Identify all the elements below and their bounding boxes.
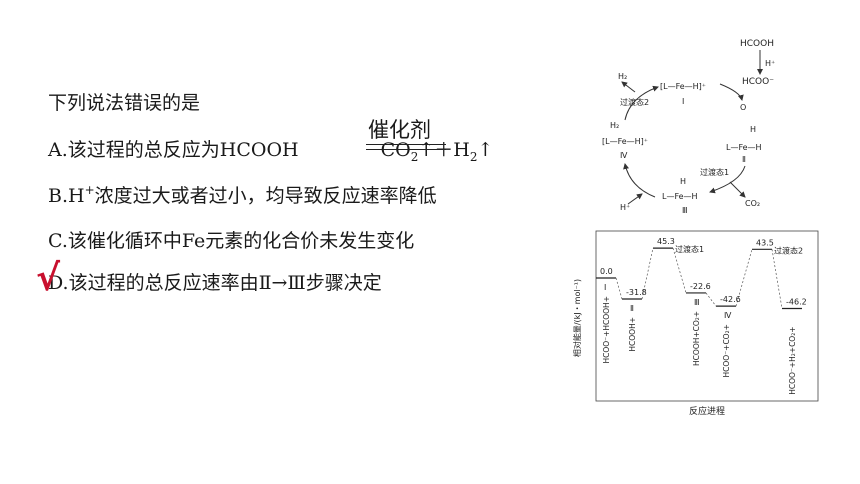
species-label: HCOO⁻+CO₂+: [722, 324, 731, 377]
cycle-III-label: Ⅲ: [682, 206, 688, 215]
option-b-sup: +: [84, 183, 95, 197]
cycle-ts1: 过渡态1: [700, 167, 729, 177]
cycle-II-o: O: [740, 103, 746, 112]
energy-value-label: 0.0: [600, 267, 613, 276]
cycle-arrow-co2-out: [729, 181, 746, 198]
intermediate-roman-label: Ⅲ: [694, 298, 700, 307]
question-stem: 下列说法错误的是: [48, 92, 201, 114]
catalytic-cycle-diagram: HCOOH H⁺ HCOO⁻ H₂ 过渡态2 [L—Fe—H]⁺ Ⅰ O H L…: [602, 39, 775, 215]
cycle-arrow-hplus-in: [627, 193, 643, 205]
energy-connector: [705, 292, 717, 307]
option-b-prefix: B.H: [48, 185, 85, 207]
catalyst-label: 催化剂: [368, 118, 431, 142]
energy-connector: [641, 248, 654, 300]
option-c: C.该催化循环中Fe元素的化合价未发生变化: [48, 230, 415, 252]
cycle-I-label: Ⅰ: [682, 97, 684, 106]
cycle-hplus-bottom: H⁺: [620, 203, 630, 212]
species-label: HCOO⁻+H₂+CO₂+: [788, 326, 797, 394]
intermediate-roman-label: Ⅱ: [630, 304, 634, 313]
option-a-end: ↑: [477, 139, 494, 161]
species-label: HCOOH+CO₂+: [692, 311, 701, 366]
option-b: B.H+浓度过大或者过小，均导致反应速率降低: [48, 181, 437, 208]
energy-profile-chart: 相对能量/(kJ・mol⁻¹) 反应进程 0.0Ⅰ HCOO⁻+HCOOH+ -31…: [572, 230, 819, 417]
cycle-II-label: Ⅱ: [742, 155, 746, 164]
option-b-rest: 浓度过大或者过小，均导致反应速率降低: [94, 185, 437, 207]
energy-value-label: -42.6: [720, 295, 741, 304]
cycle-IV-struct: [L—Fe—H]⁺: [602, 137, 648, 146]
chart-frame: [595, 230, 819, 402]
cycle-arrow-II-III: [709, 165, 746, 194]
cycle-arrow-IV-I: [624, 85, 659, 121]
cycle-arrow-III-IV: [623, 163, 656, 198]
option-a-h2-sub: 2: [469, 150, 478, 164]
energy-value-label: -46.2: [786, 297, 807, 306]
chart-xlabel: 反应进程: [689, 405, 725, 417]
cycle-hplus-top: H⁺: [765, 59, 775, 68]
cycle-I-struct: [L—Fe—H]⁺: [660, 82, 706, 91]
species-label: HCOOH+: [628, 317, 637, 352]
cycle-h2: H₂: [618, 72, 627, 81]
answer-check-mark: √: [36, 258, 61, 299]
chart-ylabel: 相对能量/(kJ・mol⁻¹): [572, 279, 582, 357]
cycle-III-struct: L—Fe—H: [662, 192, 698, 201]
option-d: D.该过程的总反应速率由Ⅱ→Ⅲ步骤决定: [48, 272, 382, 294]
cycle-II-h: H: [750, 125, 756, 134]
energy-value-label: -22.6: [690, 282, 711, 291]
transition-state-label: 过渡态1: [675, 244, 704, 254]
cycle-hcooh: HCOOH: [740, 39, 774, 49]
cycle-arrow-I-II: [719, 83, 744, 101]
cycle-IV-h2: H₂: [610, 121, 619, 130]
option-a-co2-sub: 2: [410, 150, 419, 164]
intermediate-roman-label: Ⅰ: [604, 283, 606, 292]
cycle-arrow-h2-out: [621, 81, 636, 93]
option-a-prefix: A.该过程的总反应为HCOOH: [48, 139, 299, 161]
energy-connector: [771, 249, 783, 309]
cycle-co2: CO₂: [745, 199, 760, 208]
energy-value-label: 45.3: [657, 237, 675, 246]
energy-value-label: -31.8: [626, 288, 647, 297]
intermediate-roman-label: Ⅳ: [724, 311, 732, 320]
transition-state-label: 过渡态2: [774, 245, 803, 255]
equation-double-line: [366, 144, 446, 150]
species-label: HCOO⁻+HCOOH+: [602, 296, 611, 364]
cycle-II-struct: L—Fe—H: [726, 143, 762, 152]
energy-connector: [615, 277, 623, 300]
cycle-hcoo-minus: HCOO⁻: [742, 77, 774, 87]
cycle-IV-label: Ⅳ: [620, 151, 628, 160]
energy-connector: [672, 248, 687, 294]
cycle-III-h: H: [680, 177, 686, 186]
energy-connector: [735, 249, 753, 307]
energy-value-label: 43.5: [756, 238, 774, 247]
